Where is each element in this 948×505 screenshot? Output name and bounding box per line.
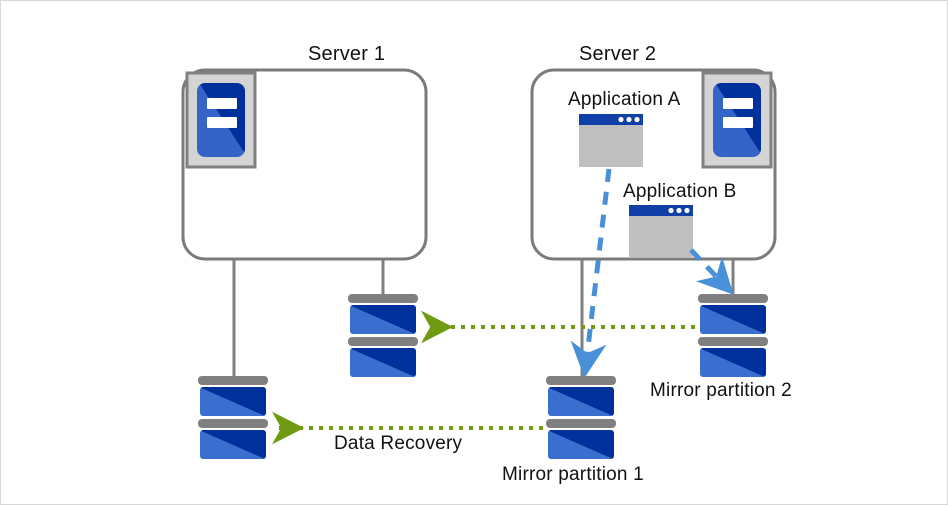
disk-server1-mirror (348, 294, 418, 377)
server1-title: Server 1 (308, 43, 386, 65)
mirror-partition-2-label: Mirror partition 2 (650, 380, 792, 401)
connector-lines (232, 258, 735, 381)
server2-title: Server 2 (579, 43, 657, 65)
mirror-partition-1-label: Mirror partition 1 (502, 464, 644, 485)
application-a-window-icon (579, 114, 643, 167)
application-a-label: Application A (568, 89, 681, 110)
disk-mirror-partition-1 (546, 376, 616, 459)
server2-tower-icon (701, 71, 773, 169)
application-b-label: Application B (623, 181, 737, 202)
arrow-app-a-to-mirror1 (570, 168, 612, 378)
server1-tower-icon (185, 71, 257, 169)
disk-recovery-target (198, 376, 268, 459)
disk-mirror-partition-2 (698, 294, 768, 377)
arrow-app-b-to-mirror2 (689, 248, 734, 295)
data-recovery-label: Data Recovery (334, 433, 463, 454)
application-b-window-icon (629, 205, 693, 258)
